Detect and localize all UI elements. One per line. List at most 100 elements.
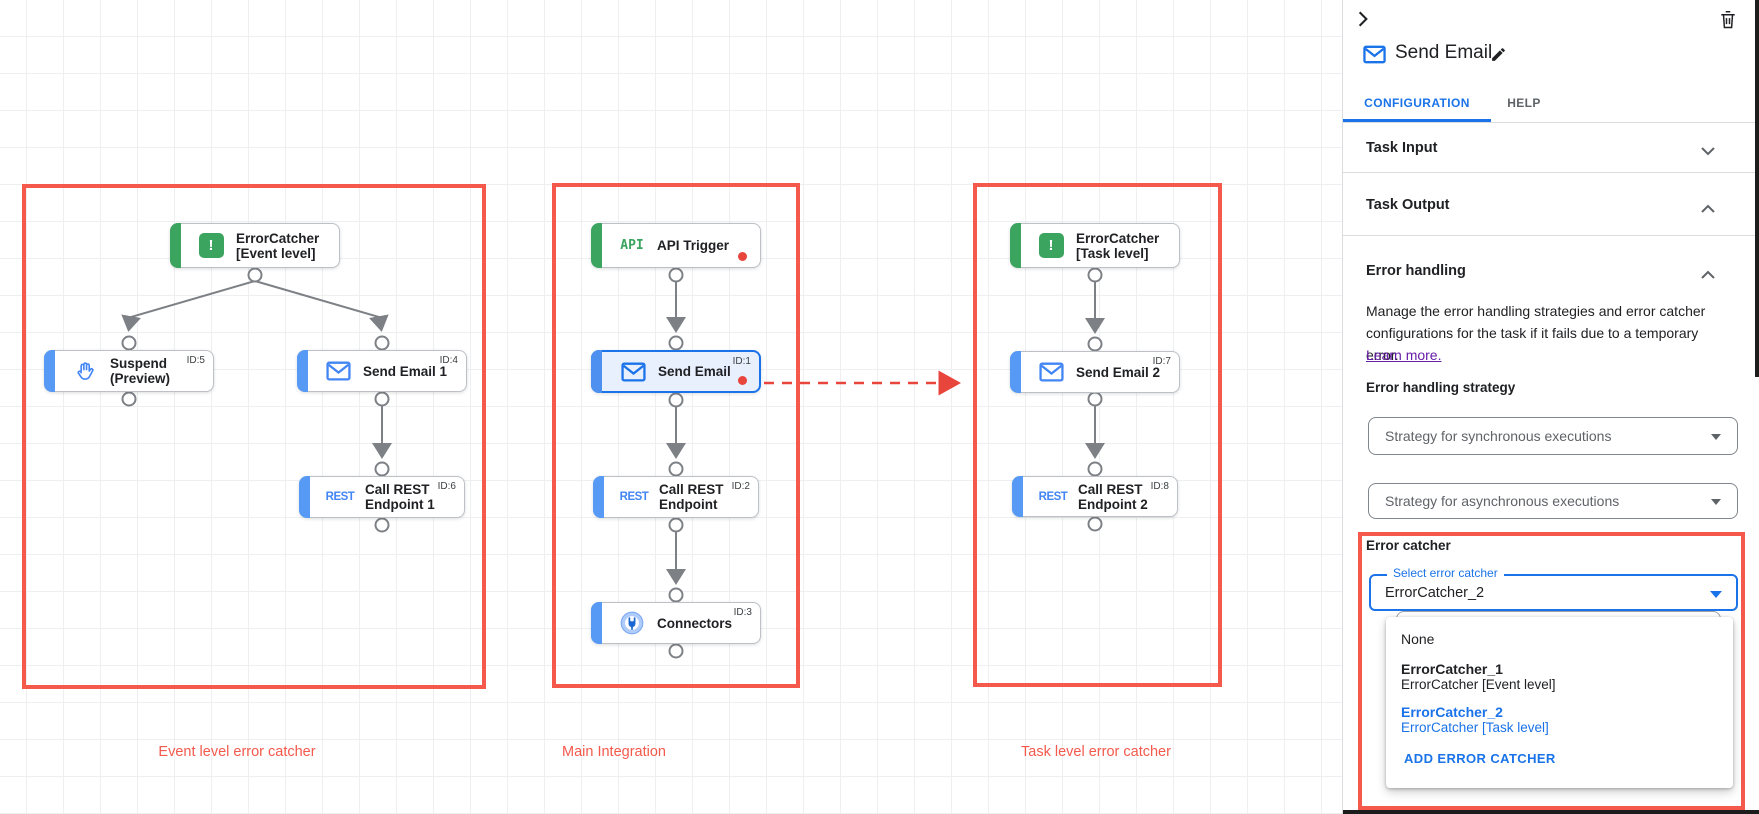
node-connectors[interactable]: Connectors ID:3 [591,602,761,644]
horizontal-scrollbar[interactable] [1343,810,1759,814]
add-error-catcher-button[interactable]: ADD ERROR CATCHER [1404,751,1556,766]
node-label: Call REST [659,482,724,497]
chevron-up-icon[interactable] [1701,200,1715,218]
node-label: Connectors [657,615,733,631]
node-accent-bar [1010,223,1021,268]
node-send-email-2[interactable]: Send Email 2 ID:7 [1010,351,1180,393]
task-title: Send Email [1395,42,1493,63]
section-task-output[interactable]: Task Output [1366,197,1450,213]
node-id-badge: ID:7 [1152,356,1171,367]
group-label-main-integration: Main Integration [562,744,666,760]
tab-help[interactable]: HELP [1507,96,1541,110]
edit-title-pencil-icon[interactable] [1490,46,1507,66]
async-strategy-dropdown[interactable]: Strategy for asynchronous executions [1368,483,1738,519]
error-dot [738,376,747,385]
section-error-handling[interactable]: Error handling [1366,263,1466,279]
node-label: Call REST [1078,481,1143,497]
node-id-badge: ID:4 [439,355,458,366]
node-id-badge: ID:6 [437,481,456,492]
strategy-label: Error handling strategy [1366,380,1516,395]
error-catcher-icon: ! [1035,233,1067,258]
connectors-icon [616,610,648,636]
rest-icon: REST [619,491,649,503]
annotation-box-event-level [22,184,486,689]
panel-scrollbar-thumb[interactable] [1755,0,1759,377]
menu-option-none[interactable]: None [1401,631,1435,647]
option-name: ErrorCatcher_1 [1401,661,1503,677]
node-label: Suspend [110,356,168,371]
node-send-email-1[interactable]: Send Email 1 ID:4 [297,350,467,392]
node-accent-bar [591,223,602,268]
error-dot [738,252,747,261]
chevron-down-icon[interactable] [1701,143,1715,161]
node-id-badge: ID:3 [733,607,752,618]
tab-configuration[interactable]: CONFIGURATION [1364,96,1470,110]
node-accent-bar [44,350,55,392]
node-label-line2: Endpoint 1 [365,497,435,512]
node-label: ErrorCatcher [236,230,320,246]
learn-more-link[interactable]: Learn more. [1366,347,1442,363]
edge-lines [121,280,1105,585]
connection-ports[interactable] [121,267,1103,659]
node-accent-bar [591,602,602,644]
node-id-badge: ID:1 [732,356,751,367]
node-id-badge: ID:2 [731,481,750,492]
node-label: Send Email 2 [1076,364,1161,380]
select-error-catcher-label: Select error catcher [1387,566,1504,580]
node-accent-bar [591,350,602,393]
node-suspend[interactable]: Suspend(Preview) ID:5 [44,350,214,392]
section-task-input[interactable]: Task Input [1366,140,1438,156]
node-errorcatcher-event-level[interactable]: ! ErrorCatcher[Event level] [170,223,340,268]
annotation-box-main-integration [552,183,800,688]
delete-task-button[interactable] [1719,10,1737,33]
node-accent-bar [593,476,604,518]
node-id-badge: ID:8 [1150,481,1169,492]
task-type-mail-icon [1363,45,1386,69]
node-label: Send Email [658,364,731,379]
api-trigger-icon: API [620,238,644,253]
node-api-trigger[interactable]: API API Trigger [591,223,761,268]
error-catcher-label: Error catcher [1366,538,1451,553]
sync-strategy-dropdown[interactable]: Strategy for synchronous executions [1368,417,1738,455]
hand-icon [69,360,101,383]
rest-icon: REST [325,491,355,503]
option-description: ErrorCatcher [Task level] [1401,720,1549,735]
annotation-box-error-catcher [1358,532,1745,810]
annotation-box-task-level [973,183,1222,687]
sync-strategy-value: Strategy for synchronous executions [1385,428,1612,444]
error-catcher-select[interactable]: ErrorCatcher_2 [1369,574,1738,611]
group-label-event-level: Event level error catcher [158,744,316,760]
async-strategy-value: Strategy for asynchronous executions [1385,493,1620,509]
node-errorcatcher-task-level[interactable]: ! ErrorCatcher[Task level] [1010,223,1180,268]
error-handling-description: Manage the error handling strategies and… [1366,303,1706,363]
menu-option-errorcatcher-1[interactable]: ErrorCatcher_1 ErrorCatcher [Event level… [1401,661,1556,692]
node-label-line2: [Event level] [236,245,316,261]
dropdown-caret-icon [1710,591,1722,598]
node-label: Call REST [365,482,430,497]
error-catcher-menu: None ErrorCatcher_1 ErrorCatcher [Event … [1386,617,1733,788]
error-catcher-select-value: ErrorCatcher_2 [1385,584,1485,601]
node-accent-bar [1012,476,1023,517]
node-label-line2: Endpoint 2 [1078,496,1148,512]
edges-layer [121,267,1105,659]
task-config-panel: Send Email CONFIGURATION HELP Task Input… [1342,0,1759,814]
group-label-task-level: Task level error catcher [1021,744,1171,760]
mail-icon [322,361,354,381]
node-label-line2: [Task level] [1076,245,1149,261]
node-id-badge: ID:5 [186,355,205,366]
integration-canvas[interactable]: Event level error catcher Main Integrati… [0,0,1342,814]
node-label-line2: Endpoint [659,497,718,512]
menu-option-errorcatcher-2[interactable]: ErrorCatcher_2 ErrorCatcher [Task level] [1401,704,1549,735]
panel-tabs: CONFIGURATION HELP [1343,84,1759,122]
node-send-email-selected[interactable]: Send Email ID:1 [591,350,761,393]
error-catcher-icon: ! [195,233,227,258]
node-accent-bar [299,476,310,518]
mail-icon [1035,362,1067,382]
collapse-panel-button[interactable] [1355,10,1371,31]
chevron-up-icon[interactable] [1701,266,1715,284]
rest-icon: REST [1038,490,1068,503]
node-accent-bar [297,350,308,392]
